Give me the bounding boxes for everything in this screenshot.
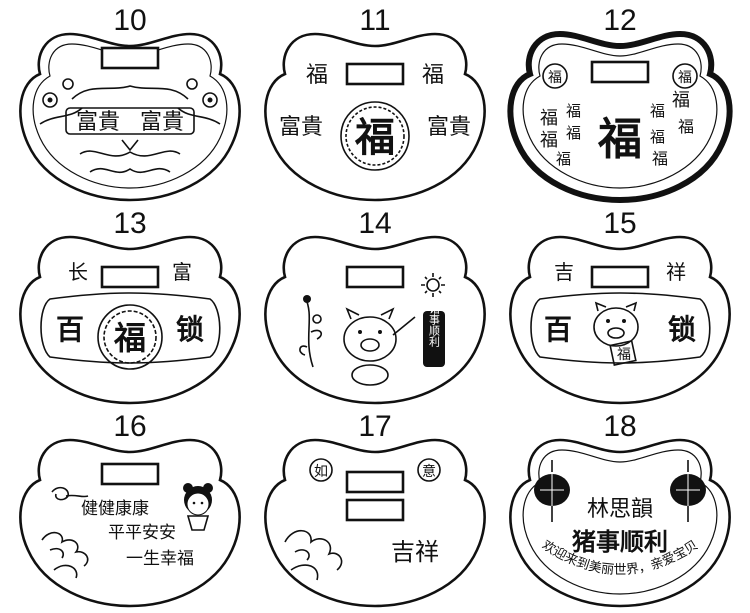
lock-text: 富貴 <box>279 115 323 140</box>
lock-text: 百 <box>56 313 84 346</box>
key-slot <box>345 470 405 494</box>
lock-14: 14 诸事顺利 <box>255 207 495 410</box>
lock-text: 林思韻 <box>587 497 653 522</box>
key-slot <box>590 60 650 84</box>
lock-number: 18 <box>603 410 637 443</box>
fu-seal-right <box>672 63 698 89</box>
banner-frame <box>530 292 711 364</box>
blessing-tag <box>423 311 445 367</box>
lock-text: 锁 <box>668 313 696 346</box>
pig-icon <box>343 307 416 386</box>
sun-icon <box>421 273 445 297</box>
key-slot <box>100 46 160 70</box>
doll-icon <box>183 483 213 531</box>
fu-card <box>609 339 637 367</box>
lock-text: 福 <box>650 128 665 146</box>
banner-frame <box>65 107 195 135</box>
lock-18: 18 林思韻 猪事顺利 欢迎来到美丽世界，亲爱宝贝 <box>500 410 740 613</box>
lock-text: 福 <box>678 70 692 86</box>
lock-13-graphic: 长 富 百 福 锁 <box>19 235 241 405</box>
lock-number: 12 <box>603 4 637 37</box>
lock-text: 福 <box>566 124 581 142</box>
lock-text: 福 <box>597 114 642 165</box>
lock-number: 17 <box>358 410 392 443</box>
fu-seal-left <box>542 63 568 89</box>
lock-text: 福 <box>678 117 694 136</box>
key-slot <box>345 265 405 289</box>
key-slot <box>100 265 160 289</box>
lock-text: 福 <box>113 319 146 357</box>
lock-number: 10 <box>113 4 147 37</box>
flower-ornament-right <box>177 78 221 125</box>
lock-13: 13 长 富 百 福 锁 <box>10 207 250 410</box>
lock-text: 福 <box>556 150 571 168</box>
lock-number: 16 <box>113 410 147 443</box>
lock-text: 富貴 <box>76 110 120 135</box>
lock-text: 锁 <box>176 313 204 346</box>
lock-text: 福 <box>540 130 558 151</box>
lock-text: 福 <box>422 63 444 88</box>
name-slot <box>345 498 405 522</box>
key-slot <box>590 265 650 289</box>
lock-text: 福 <box>652 149 668 168</box>
lock-17-graphic: 如 意 吉祥 <box>264 438 486 608</box>
wave-ornament <box>41 531 89 579</box>
key-slot <box>345 62 405 86</box>
lock-11: 11 福 福 富貴 富貴 福 <box>255 4 495 207</box>
lock-12-graphic: 福 福 福 福 福 福 福 福 福 福 福 福 福 <box>500 4 740 207</box>
seal-left <box>309 458 333 482</box>
lock-text: 长 <box>68 260 88 284</box>
flower-ornament-left <box>39 78 83 125</box>
lock-text: 百 <box>544 313 572 346</box>
lock-text: 诸事顺利 <box>428 303 441 347</box>
lock-10: 10 富貴 富貴 <box>10 4 250 207</box>
lock-17: 17 如 意 吉祥 <box>255 410 495 613</box>
fu-medallion <box>97 304 163 370</box>
seal-right <box>417 458 441 482</box>
lock-text: 猪事顺利 <box>572 527 668 556</box>
lock-text: 福 <box>540 108 558 129</box>
lock-number: 15 <box>603 207 637 240</box>
cloud-ornament-left <box>51 486 89 501</box>
flower-vine-icon <box>299 295 323 368</box>
lock-15-graphic: 吉 祥 百 福 锁 <box>509 235 731 405</box>
lock-11-graphic: 福 福 富貴 富貴 福 <box>264 32 486 202</box>
lock-number: 13 <box>113 207 147 240</box>
lock-text: 如 <box>314 464 328 480</box>
fu-medallion <box>340 101 410 171</box>
lock-number: 14 <box>358 207 392 240</box>
lock-14-graphic: 诸事顺利 <box>264 235 486 405</box>
lock-text: 富 <box>172 260 192 284</box>
lock-text: 意 <box>422 463 436 480</box>
lock-text: 祥 <box>666 260 686 284</box>
banner-frame <box>40 292 221 364</box>
lock-text: 富貴 <box>427 115 471 140</box>
key-slot <box>100 462 160 486</box>
pig-icon <box>593 301 639 347</box>
lock-text: 福 <box>306 63 328 88</box>
lock-text: 富貴 <box>140 110 184 135</box>
lock-text: 一生幸福 <box>126 549 194 569</box>
lock-text: 健健康康 <box>81 499 149 519</box>
cloud-ornament-bottom <box>79 139 181 174</box>
lantern-icon-right <box>670 460 706 522</box>
lock-10-graphic: 富貴 富貴 <box>19 32 241 202</box>
lock-18-graphic: 林思韻 猪事顺利 欢迎来到美丽世界，亲爱宝贝 <box>509 438 731 608</box>
lock-text: 福 <box>548 70 562 86</box>
lock-number: 11 <box>359 4 391 37</box>
lock-text: 福 <box>650 102 665 120</box>
lock-text: 福 <box>566 102 581 120</box>
lock-text: 平平安安 <box>108 523 176 543</box>
lock-16: 16 健健康康 平平安安 一生幸福 <box>10 410 250 613</box>
lock-text: 福 <box>672 90 690 111</box>
lock-text: 福 <box>354 114 395 161</box>
lock-12: 12 福 福 福 福 福 福 福 福 福 福 福 福 福 <box>500 4 740 207</box>
lock-15: 15 吉 祥 百 福 锁 <box>500 207 740 410</box>
lantern-icon-left <box>534 460 570 522</box>
lock-16-graphic: 健健康康 平平安安 一生幸福 <box>19 438 241 608</box>
lock-text: 吉祥 <box>391 538 439 566</box>
lock-text: 福 <box>617 347 631 363</box>
lock-text: 吉 <box>554 260 574 284</box>
wave-ornament <box>284 529 343 581</box>
